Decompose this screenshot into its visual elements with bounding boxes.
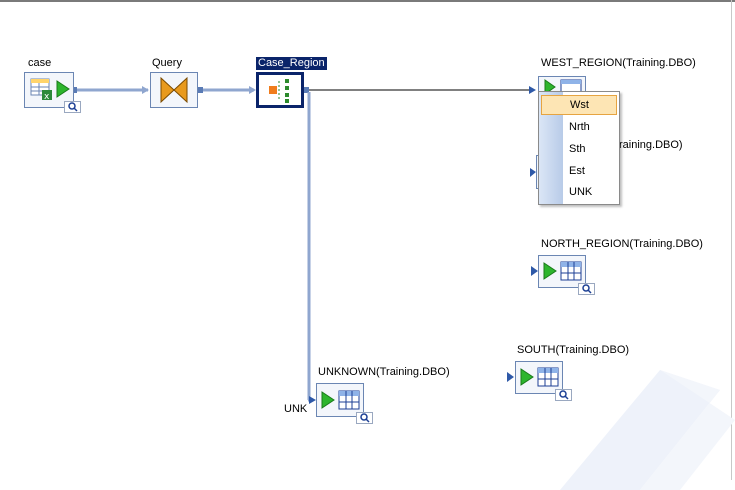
west-region-label: WEST_REGION(Training.DBO) bbox=[541, 57, 696, 69]
north-region-target-node[interactable] bbox=[538, 255, 586, 288]
case-search-icon[interactable] bbox=[64, 101, 81, 113]
unk-connection-label: UNK bbox=[284, 403, 308, 415]
east-region-label: raining.DBO) bbox=[619, 139, 683, 151]
target-table-icon bbox=[543, 261, 582, 281]
case-label: case bbox=[28, 57, 52, 69]
unknown-label: UNKNOWN(Training.DBO) bbox=[318, 366, 450, 378]
south-search-icon[interactable] bbox=[555, 389, 572, 401]
popup-item-est[interactable]: Est bbox=[569, 165, 585, 177]
unknown-search-icon[interactable] bbox=[356, 412, 373, 424]
south-target-node[interactable] bbox=[515, 361, 563, 394]
query-label: Query bbox=[152, 57, 182, 69]
case-region-label: Case_Region bbox=[256, 57, 327, 70]
svg-text:x: x bbox=[44, 92, 50, 102]
canvas-top-border bbox=[0, 0, 735, 2]
case-splitter-icon bbox=[269, 79, 289, 103]
popup-item-nrth[interactable]: Nrth bbox=[569, 121, 590, 133]
source-table-icon: x bbox=[30, 78, 70, 102]
watermark-arrow-icon bbox=[560, 370, 735, 490]
north-region-label: NORTH_REGION(Training.DBO) bbox=[541, 238, 703, 250]
south-label: SOUTH(Training.DBO) bbox=[517, 344, 630, 356]
target-table-icon bbox=[321, 390, 360, 410]
north-search-icon[interactable] bbox=[578, 283, 595, 295]
north-input-arrow-icon bbox=[531, 266, 538, 276]
case-region-node[interactable] bbox=[256, 72, 304, 108]
case-source-node[interactable]: x bbox=[24, 72, 74, 108]
unknown-target-node[interactable] bbox=[316, 383, 364, 417]
query-transform-node[interactable] bbox=[150, 72, 198, 108]
case-output-popup-menu: Wst Nrth Sth Est UNK bbox=[538, 91, 620, 205]
popup-item-wst[interactable]: Wst bbox=[541, 95, 617, 115]
query-bowtie-icon bbox=[160, 76, 188, 104]
canvas-right-border bbox=[731, 0, 732, 480]
popup-item-sth[interactable]: Sth bbox=[569, 143, 586, 155]
south-input-arrow-icon bbox=[507, 372, 514, 382]
target-table-icon bbox=[544, 79, 582, 95]
target-table-icon bbox=[520, 367, 559, 387]
connector-lines bbox=[72, 86, 536, 404]
popup-item-unk[interactable]: UNK bbox=[569, 186, 593, 198]
